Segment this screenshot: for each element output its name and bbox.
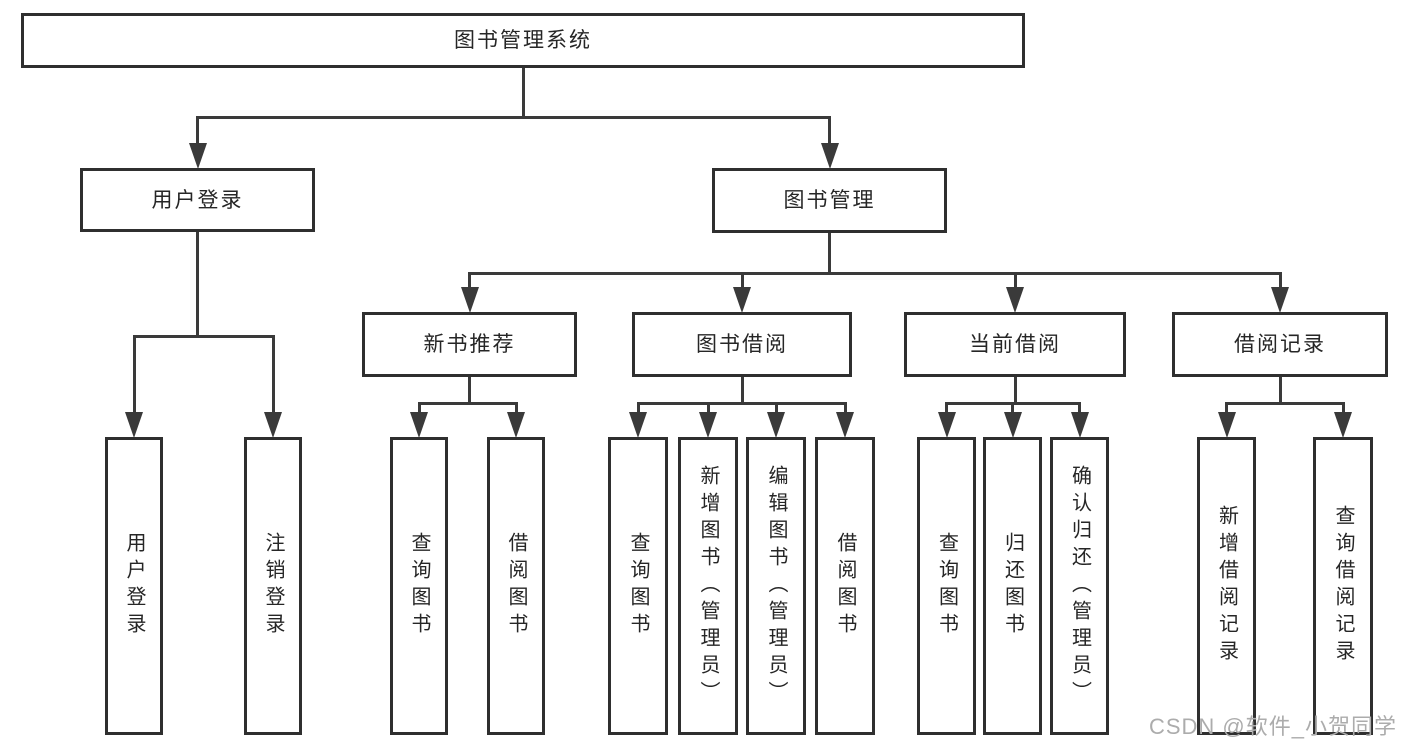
- node-label: 新书推荐: [423, 333, 516, 356]
- arrowhead-down-icon: [1217, 412, 1236, 438]
- node-label: 编辑图书（管理员）: [765, 464, 787, 708]
- node-user-login: 用户登录: [80, 168, 315, 232]
- node-label: 新增借阅记录: [1215, 505, 1238, 667]
- connector-line: [514, 403, 518, 417]
- arrowhead-down-icon: [1070, 412, 1089, 438]
- connector-line: [521, 68, 525, 119]
- arrowhead-down-icon: [507, 412, 525, 438]
- connector-line: [828, 233, 831, 275]
- connector-line: [417, 401, 518, 405]
- connector-line: [1013, 377, 1017, 405]
- node-borrow-books-leaf: 借阅图书: [815, 437, 875, 735]
- node-query-books-borrow: 查询图书: [608, 437, 668, 735]
- connector-line: [132, 334, 275, 338]
- connector-line: [774, 403, 778, 417]
- node-label: 借阅记录: [1234, 333, 1326, 356]
- node-book-management: 图书管理: [712, 168, 947, 233]
- node-label: 图书管理系统: [454, 29, 592, 52]
- arrowhead-down-icon: [836, 412, 854, 438]
- node-label: 借阅图书: [505, 532, 527, 640]
- arrowhead-down-icon: [937, 412, 956, 438]
- node-label: 借阅图书: [834, 532, 856, 640]
- connector-line: [468, 377, 471, 405]
- node-label: 用户登录: [151, 188, 244, 212]
- arrowhead-down-icon: [264, 412, 282, 438]
- node-current-borrow: 当前借阅: [904, 312, 1126, 377]
- arrowhead-down-icon: [410, 412, 428, 438]
- node-query-borrow-record: 查询借阅记录: [1313, 437, 1373, 735]
- connector-line: [1078, 403, 1081, 417]
- node-label: 图书借阅: [696, 333, 788, 356]
- connector-line: [636, 401, 847, 405]
- arrowhead-down-icon: [1271, 287, 1289, 313]
- connector-line: [636, 403, 640, 417]
- node-query-books-recommend: 查询图书: [390, 437, 448, 735]
- connector-line: [843, 403, 847, 417]
- arrowhead-down-icon: [1334, 412, 1352, 438]
- node-label: 查询图书: [935, 532, 958, 640]
- arrowhead-down-icon: [1003, 412, 1022, 438]
- connector-line: [740, 377, 744, 405]
- connector-line: [1278, 377, 1282, 405]
- node-label: 注销登录: [262, 532, 284, 640]
- connector-line: [740, 273, 744, 292]
- arrowhead-down-icon: [125, 412, 143, 438]
- arrowhead-down-icon: [733, 287, 751, 313]
- node-borrow-records: 借阅记录: [1172, 312, 1388, 377]
- connector-line: [132, 336, 136, 417]
- connector-line: [196, 115, 831, 119]
- node-query-books-current: 查询图书: [917, 437, 976, 735]
- connector-line: [1013, 273, 1017, 292]
- connector-line: [1278, 273, 1282, 292]
- connector-line: [468, 271, 1282, 275]
- arrowhead-down-icon: [699, 412, 717, 438]
- connector-line: [1225, 401, 1345, 405]
- arrowhead-down-icon: [188, 143, 207, 169]
- connector-line: [1011, 403, 1014, 417]
- node-confirm-return-admin: 确认归还（管理员）: [1050, 437, 1109, 735]
- node-label: 用户登录: [123, 532, 145, 640]
- node-add-borrow-record: 新增借阅记录: [1197, 437, 1256, 735]
- node-label: 当前借阅: [969, 333, 1061, 356]
- connector-line: [196, 232, 199, 338]
- node-book-borrow: 图书借阅: [632, 312, 852, 377]
- node-label: 查询图书: [627, 532, 649, 640]
- connector-line: [417, 403, 421, 417]
- node-label: 查询图书: [408, 532, 430, 640]
- node-borrow-books-recommend: 借阅图书: [487, 437, 545, 735]
- connector-line: [828, 117, 831, 148]
- node-new-book-recommend: 新书推荐: [362, 312, 577, 377]
- arrowhead-down-icon: [629, 412, 647, 438]
- node-label: 图书管理: [783, 189, 876, 212]
- node-add-books-admin: 新增图书（管理员）: [678, 437, 738, 735]
- connector-line: [1341, 403, 1345, 417]
- connector-line: [706, 403, 710, 417]
- node-label: 确认归还（管理员）: [1068, 464, 1091, 708]
- node-label: 新增图书（管理员）: [697, 464, 719, 708]
- node-logout-leaf: 注销登录: [244, 437, 302, 735]
- node-edit-books-admin: 编辑图书（管理员）: [746, 437, 806, 735]
- arrowhead-down-icon: [1006, 287, 1024, 313]
- node-return-books: 归还图书: [983, 437, 1042, 735]
- arrowhead-down-icon: [820, 143, 839, 169]
- connector-line: [271, 336, 275, 417]
- node-library-system: 图书管理系统: [21, 13, 1025, 68]
- connector-line: [196, 117, 199, 148]
- connector-line: [1225, 403, 1228, 417]
- node-user-login-leaf: 用户登录: [105, 437, 163, 735]
- connector-line: [468, 273, 471, 292]
- arrowhead-down-icon: [767, 412, 785, 438]
- arrowhead-down-icon: [460, 287, 479, 313]
- node-label: 归还图书: [1001, 532, 1024, 640]
- connector-line: [945, 403, 948, 417]
- node-label: 查询借阅记录: [1332, 505, 1354, 667]
